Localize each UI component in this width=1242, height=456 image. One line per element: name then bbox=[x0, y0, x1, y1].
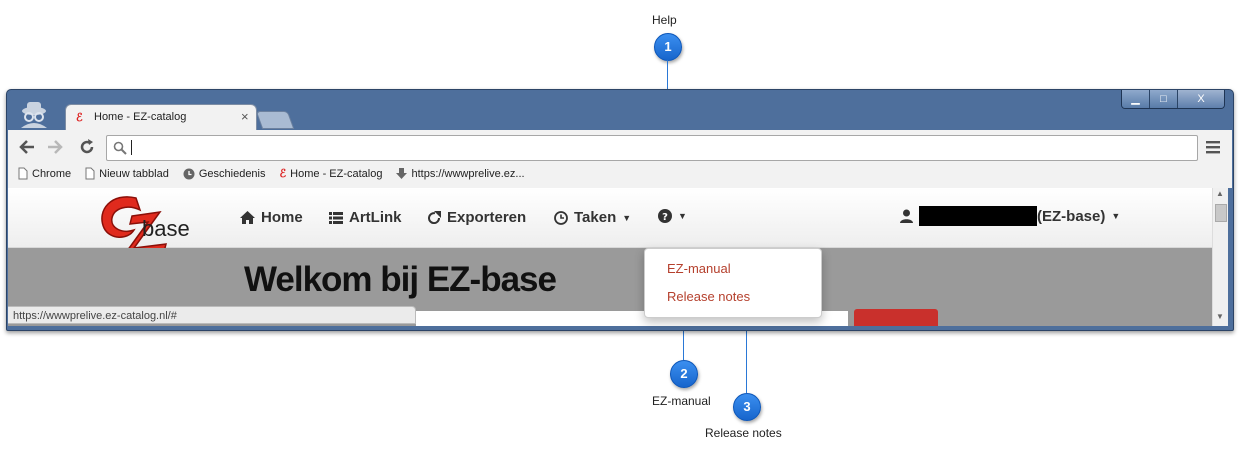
logo-text: base bbox=[142, 216, 190, 241]
address-bar[interactable] bbox=[106, 135, 1198, 161]
nav-home-label: Home bbox=[261, 209, 303, 226]
help-dropdown-menu: EZ-manual Release notes bbox=[644, 248, 822, 318]
bookmark-geschiedenis[interactable]: Geschiedenis bbox=[183, 167, 266, 180]
nav-artlink[interactable]: ArtLink bbox=[329, 209, 402, 226]
bookmark-label: Nieuw tabblad bbox=[99, 167, 169, 180]
clock-icon bbox=[183, 168, 195, 179]
back-icon[interactable] bbox=[18, 139, 36, 155]
list-icon bbox=[329, 211, 343, 224]
callout-label-help: Help bbox=[652, 13, 677, 27]
ez-base-logo[interactable]: base bbox=[94, 190, 204, 260]
nav-exporteren-label: Exporteren bbox=[447, 209, 527, 226]
minimize-button[interactable]: ▁ bbox=[1122, 90, 1150, 108]
callout-badge-1: 1 bbox=[654, 33, 682, 61]
bookmarks-bar: Chrome Nieuw tabblad Geschiedenis ℰ Home… bbox=[18, 167, 525, 180]
user-icon bbox=[900, 209, 913, 223]
caret-down-icon: ▼ bbox=[678, 211, 687, 221]
user-menu[interactable]: (EZ-base) ▼ bbox=[900, 206, 1120, 226]
incognito-icon bbox=[21, 102, 47, 128]
window-controls: ▁ □ X bbox=[1121, 90, 1225, 109]
scroll-up-icon[interactable]: ▲ bbox=[1216, 189, 1224, 198]
ez-favicon-icon: ℰ bbox=[279, 168, 287, 180]
callout-line-3 bbox=[746, 311, 747, 393]
ez-logo-icon bbox=[101, 196, 167, 259]
export-icon bbox=[428, 211, 441, 224]
tab-close-icon[interactable]: × bbox=[241, 109, 249, 124]
forward-icon[interactable] bbox=[46, 139, 64, 155]
bookmark-label: Geschiedenis bbox=[198, 167, 266, 180]
app-navbar: base Home ArtLink Exporteren Taken ▼ ? ▼… bbox=[8, 188, 1212, 259]
bookmark-home-ez-catalog[interactable]: ℰ Home - EZ-catalog bbox=[279, 167, 383, 181]
callout-badge-2: 2 bbox=[670, 360, 698, 388]
callout-label-ez-manual: EZ-manual bbox=[652, 394, 711, 408]
scroll-down-icon[interactable]: ▼ bbox=[1216, 312, 1224, 321]
callout-badge-3: 3 bbox=[733, 393, 761, 421]
svg-text:?: ? bbox=[662, 212, 668, 223]
page-icon bbox=[85, 167, 95, 180]
status-bar-url: https://wwwprelive.ez-catalog.nl/# bbox=[8, 306, 416, 324]
caret-down-icon: ▼ bbox=[622, 212, 632, 223]
window-close-button[interactable]: X bbox=[1178, 90, 1224, 108]
address-input-caret bbox=[131, 140, 132, 155]
reload-icon[interactable] bbox=[78, 138, 96, 156]
tab-title: Home - EZ-catalog bbox=[94, 111, 187, 123]
nav-exporteren[interactable]: Exporteren bbox=[428, 209, 526, 226]
maximize-button[interactable]: □ bbox=[1150, 90, 1178, 108]
download-icon bbox=[396, 167, 408, 179]
bookmark-chrome[interactable]: Chrome bbox=[18, 167, 71, 180]
bookmark-nieuw-tabblad[interactable]: Nieuw tabblad bbox=[85, 167, 169, 180]
new-tab-button[interactable] bbox=[255, 111, 295, 129]
search-icon bbox=[113, 141, 127, 155]
user-suffix: (EZ-base) bbox=[1037, 207, 1106, 225]
menu-item-ez-manual[interactable]: EZ-manual bbox=[667, 261, 731, 276]
clock-icon bbox=[554, 210, 568, 225]
menu-item-release-notes[interactable]: Release notes bbox=[667, 289, 751, 304]
callout-label-release-notes: Release notes bbox=[705, 426, 782, 440]
page-icon bbox=[18, 167, 28, 180]
vertical-scrollbar[interactable]: ▲ ▼ bbox=[1212, 188, 1228, 326]
scroll-thumb[interactable] bbox=[1215, 204, 1227, 222]
ez-favicon-icon: ℰ bbox=[76, 112, 83, 124]
browser-tab[interactable]: ℰ Home - EZ-catalog × bbox=[65, 104, 257, 131]
bookmark-wwwprelive[interactable]: https://wwwprelive.ez... bbox=[396, 167, 525, 180]
home-icon bbox=[240, 211, 255, 224]
redacted-username bbox=[919, 206, 1037, 226]
menu-icon[interactable] bbox=[1206, 140, 1220, 154]
nav-artlink-label: ArtLink bbox=[349, 209, 402, 226]
browser-toolbar: Chrome Nieuw tabblad Geschiedenis ℰ Home… bbox=[8, 130, 1232, 188]
bookmark-label: Home - EZ-catalog bbox=[290, 167, 383, 180]
nav-home[interactable]: Home bbox=[240, 209, 303, 226]
nav-taken[interactable]: Taken ▼ bbox=[554, 209, 631, 226]
question-circle-icon: ? bbox=[658, 209, 672, 223]
bookmark-label: https://wwwprelive.ez... bbox=[411, 167, 525, 180]
help-dropdown-toggle[interactable]: ? ▼ bbox=[658, 209, 687, 223]
search-button[interactable] bbox=[854, 309, 938, 326]
browser-window: ▁ □ X ℰ Home - EZ-catalog × Chrome Nieuw… bbox=[6, 89, 1234, 331]
nav-taken-label: Taken bbox=[574, 209, 617, 226]
page-heading: Welkom bij EZ-base bbox=[244, 260, 557, 299]
bookmark-label: Chrome bbox=[32, 167, 72, 180]
caret-down-icon: ▼ bbox=[1111, 211, 1121, 221]
